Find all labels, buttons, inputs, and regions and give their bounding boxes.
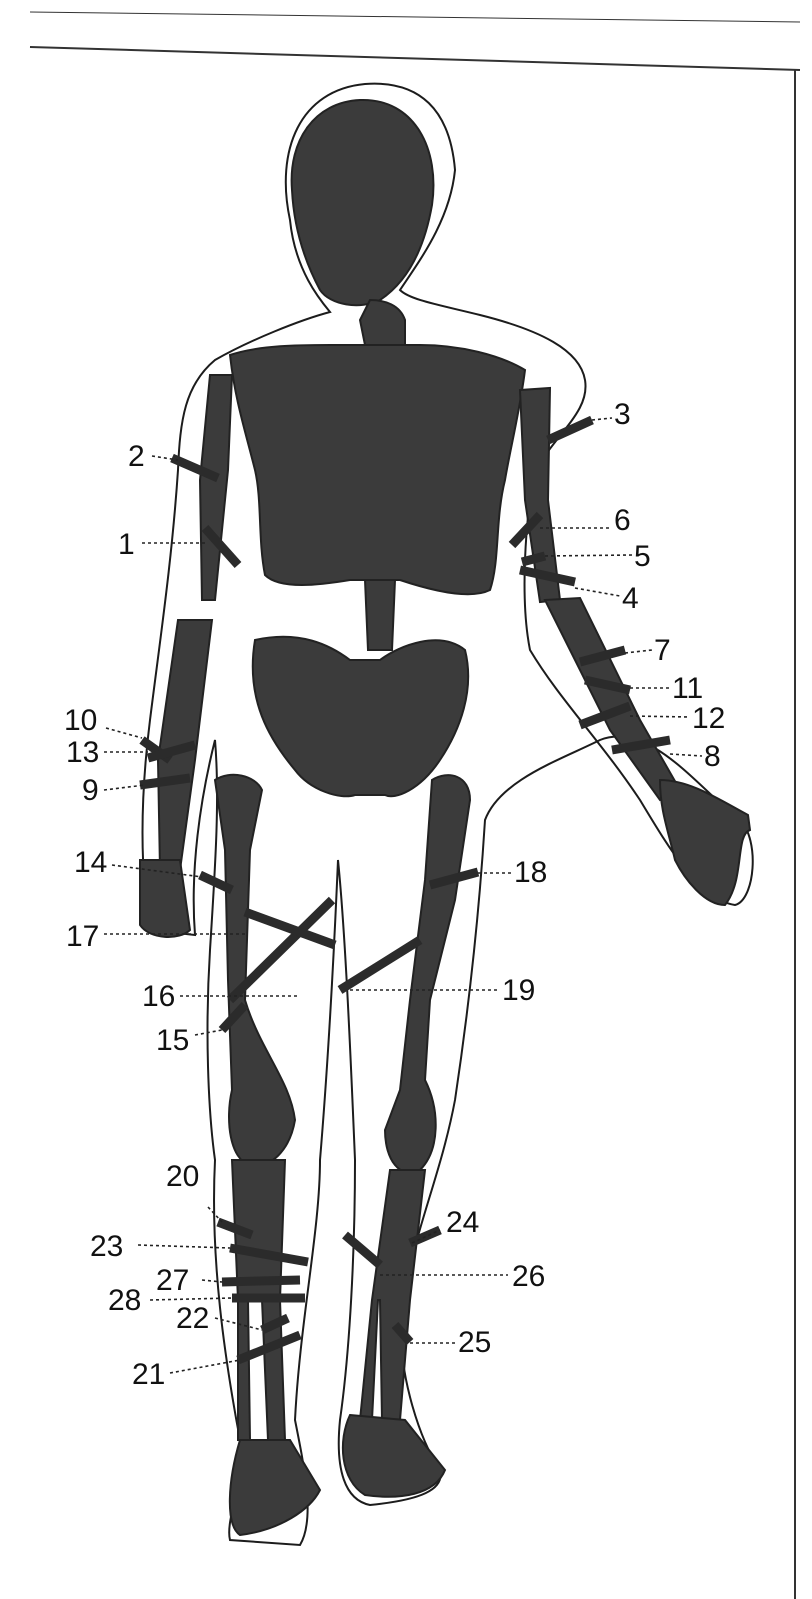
neck [360, 300, 405, 345]
marker-15: 15 [156, 1024, 189, 1057]
left-femur [385, 775, 470, 1172]
top-rule [30, 47, 800, 70]
marker-19: 19 [502, 974, 535, 1007]
right-hand [140, 860, 190, 937]
leader-3 [592, 418, 612, 420]
left-tibia [360, 1170, 425, 1420]
spine [365, 580, 395, 650]
marker-22: 22 [176, 1302, 209, 1335]
left-hand [660, 780, 750, 905]
marker-23: 23 [90, 1230, 123, 1263]
band-26 [345, 1235, 380, 1265]
marker-16: 16 [142, 980, 175, 1013]
marker-6: 6 [614, 504, 631, 537]
band-19 [340, 940, 420, 990]
marker-11: 11 [672, 672, 703, 705]
ribcage [230, 345, 525, 594]
marker-21: 21 [132, 1358, 165, 1391]
marker-18: 18 [514, 856, 547, 889]
marker-20: 20 [166, 1160, 199, 1193]
marker-14: 14 [74, 846, 107, 879]
marker-13: 13 [66, 736, 99, 769]
leader-10 [106, 728, 142, 738]
marker-7: 7 [654, 634, 671, 667]
marker-2: 2 [128, 440, 145, 473]
band-27 [222, 1280, 300, 1282]
marker-3: 3 [614, 398, 631, 431]
marker-24: 24 [446, 1206, 479, 1239]
top-edge-rule [30, 12, 800, 22]
leader-9 [104, 785, 145, 790]
marker-9: 9 [82, 774, 99, 807]
marker-4: 4 [622, 582, 639, 615]
marker-27: 27 [156, 1264, 189, 1297]
leader-8 [670, 754, 702, 756]
left-forearm [545, 598, 680, 800]
leader-4 [575, 588, 620, 596]
marker-8: 8 [704, 740, 721, 773]
marker-12: 12 [692, 702, 725, 735]
leader-7 [625, 650, 652, 653]
skeleton [140, 100, 750, 1535]
left-foot [343, 1415, 445, 1497]
band-5 [522, 556, 545, 562]
marker-25: 25 [458, 1326, 491, 1359]
marker-1: 1 [118, 528, 135, 561]
marker-28: 28 [108, 1284, 141, 1317]
marker-26: 26 [512, 1260, 545, 1293]
right-humerus [200, 375, 232, 600]
marker-10: 10 [64, 704, 97, 737]
marker-17: 17 [66, 920, 99, 953]
band-4 [520, 570, 575, 582]
leader-27 [202, 1280, 222, 1282]
marker-5: 5 [634, 540, 651, 573]
leader-5 [545, 555, 632, 556]
leader-21 [170, 1360, 240, 1373]
pelvis [253, 637, 468, 797]
skull [292, 100, 434, 305]
